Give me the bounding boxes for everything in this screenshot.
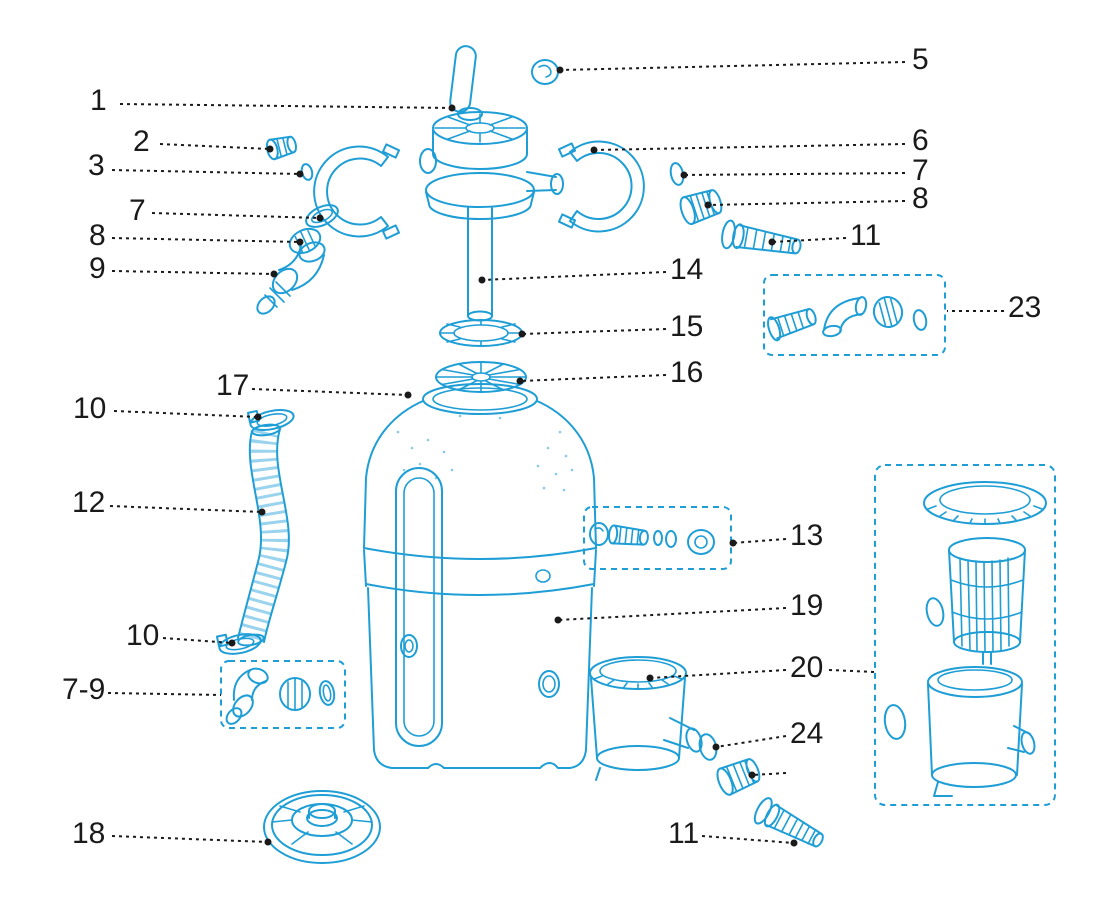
callout-17: 17 (216, 369, 250, 402)
leader-part20-right (828, 669, 876, 673)
leader-part24 (715, 735, 787, 748)
callout-1: 1 (90, 84, 107, 117)
callout-16: 16 (670, 356, 704, 389)
callout-2: 2 (133, 125, 150, 158)
leader-part11-right (771, 237, 847, 243)
drain-valve-box-13 (583, 506, 732, 570)
callout-24: 24 (790, 717, 824, 750)
callout-19: 19 (790, 589, 824, 622)
callout-7-left: 7 (129, 194, 146, 227)
nut-left-drawing (288, 227, 322, 255)
leader-part10-top (113, 410, 259, 418)
leader-part13 (732, 538, 787, 544)
hose-adapter-bottom-drawing (753, 797, 824, 848)
leader-part17 (251, 388, 409, 396)
callout-15: 15 (670, 310, 704, 343)
leader-part5 (559, 61, 906, 71)
callout-11-right: 11 (850, 219, 882, 252)
tank-stipple-texture (396, 414, 574, 492)
clamp-half-right-drawing (557, 140, 645, 233)
fitting-group-box-7-9 (220, 660, 346, 729)
leader-part8-bottom (751, 772, 787, 776)
leader-part7-9 (107, 692, 222, 696)
prefilter-exploded-box-20 (874, 464, 1056, 806)
hose-clamp-bottom-drawing (215, 633, 262, 655)
leader-part7-left (151, 212, 321, 219)
leader-part7-right (683, 172, 906, 176)
filter-tank-drawing (363, 383, 597, 769)
callout-12: 12 (72, 486, 106, 519)
leader-part8-left (111, 237, 301, 243)
leader-part12 (109, 505, 263, 513)
nut-right-drawing (679, 189, 723, 226)
callout-20: 20 (790, 651, 824, 684)
callout-8-right: 8 (912, 182, 929, 215)
leader-part2 (159, 143, 271, 150)
callout-18: 18 (72, 817, 106, 850)
leader-part3 (111, 169, 301, 175)
adapter-kit-box-23 (763, 274, 946, 356)
callout-10-bottom: 10 (126, 619, 160, 652)
leader-part18 (111, 835, 269, 843)
callout-23: 23 (1008, 291, 1042, 324)
callout-5: 5 (912, 43, 929, 76)
callout-7-9: 7-9 (62, 673, 106, 706)
leader-part10-bottom (162, 637, 233, 644)
leader-part6 (593, 143, 906, 151)
air-release-cap-drawing (531, 59, 559, 85)
leader-part9 (111, 270, 275, 275)
callout-14: 14 (670, 253, 704, 286)
callout-7-right: 7 (912, 154, 929, 187)
corrugated-hose-drawing (237, 423, 290, 647)
leader-part20-left (649, 669, 787, 679)
leader-part19 (557, 607, 787, 621)
leader-part8-right (707, 200, 906, 206)
callout-6: 6 (912, 124, 929, 157)
callout-9: 9 (89, 252, 106, 285)
elbow-fitting-drawing (256, 241, 326, 315)
prefilter-housing-drawing (589, 656, 703, 781)
valve-assembly-drawing (419, 45, 564, 220)
leader-part16 (519, 374, 667, 382)
nut-bottom-drawing (716, 758, 761, 796)
callout-10-top: 10 (73, 392, 107, 425)
callout-13: 13 (790, 519, 824, 552)
hose-adapter-right-drawing (721, 219, 802, 255)
leader-part14 (481, 271, 667, 281)
threaded-collar-drawing (439, 319, 523, 347)
callout-11-bottom: 11 (668, 817, 700, 850)
leader-part1 (119, 103, 453, 109)
callout-3: 3 (88, 149, 105, 182)
leader-lines (107, 61, 1004, 847)
clamp-ring-left-drawing (305, 204, 339, 228)
standpipe-drawing (467, 207, 493, 322)
callout-8-left: 8 (89, 219, 106, 252)
base-stand-drawing (263, 790, 381, 864)
leader-part15 (521, 328, 667, 335)
leader-part11-bottom (701, 835, 795, 844)
